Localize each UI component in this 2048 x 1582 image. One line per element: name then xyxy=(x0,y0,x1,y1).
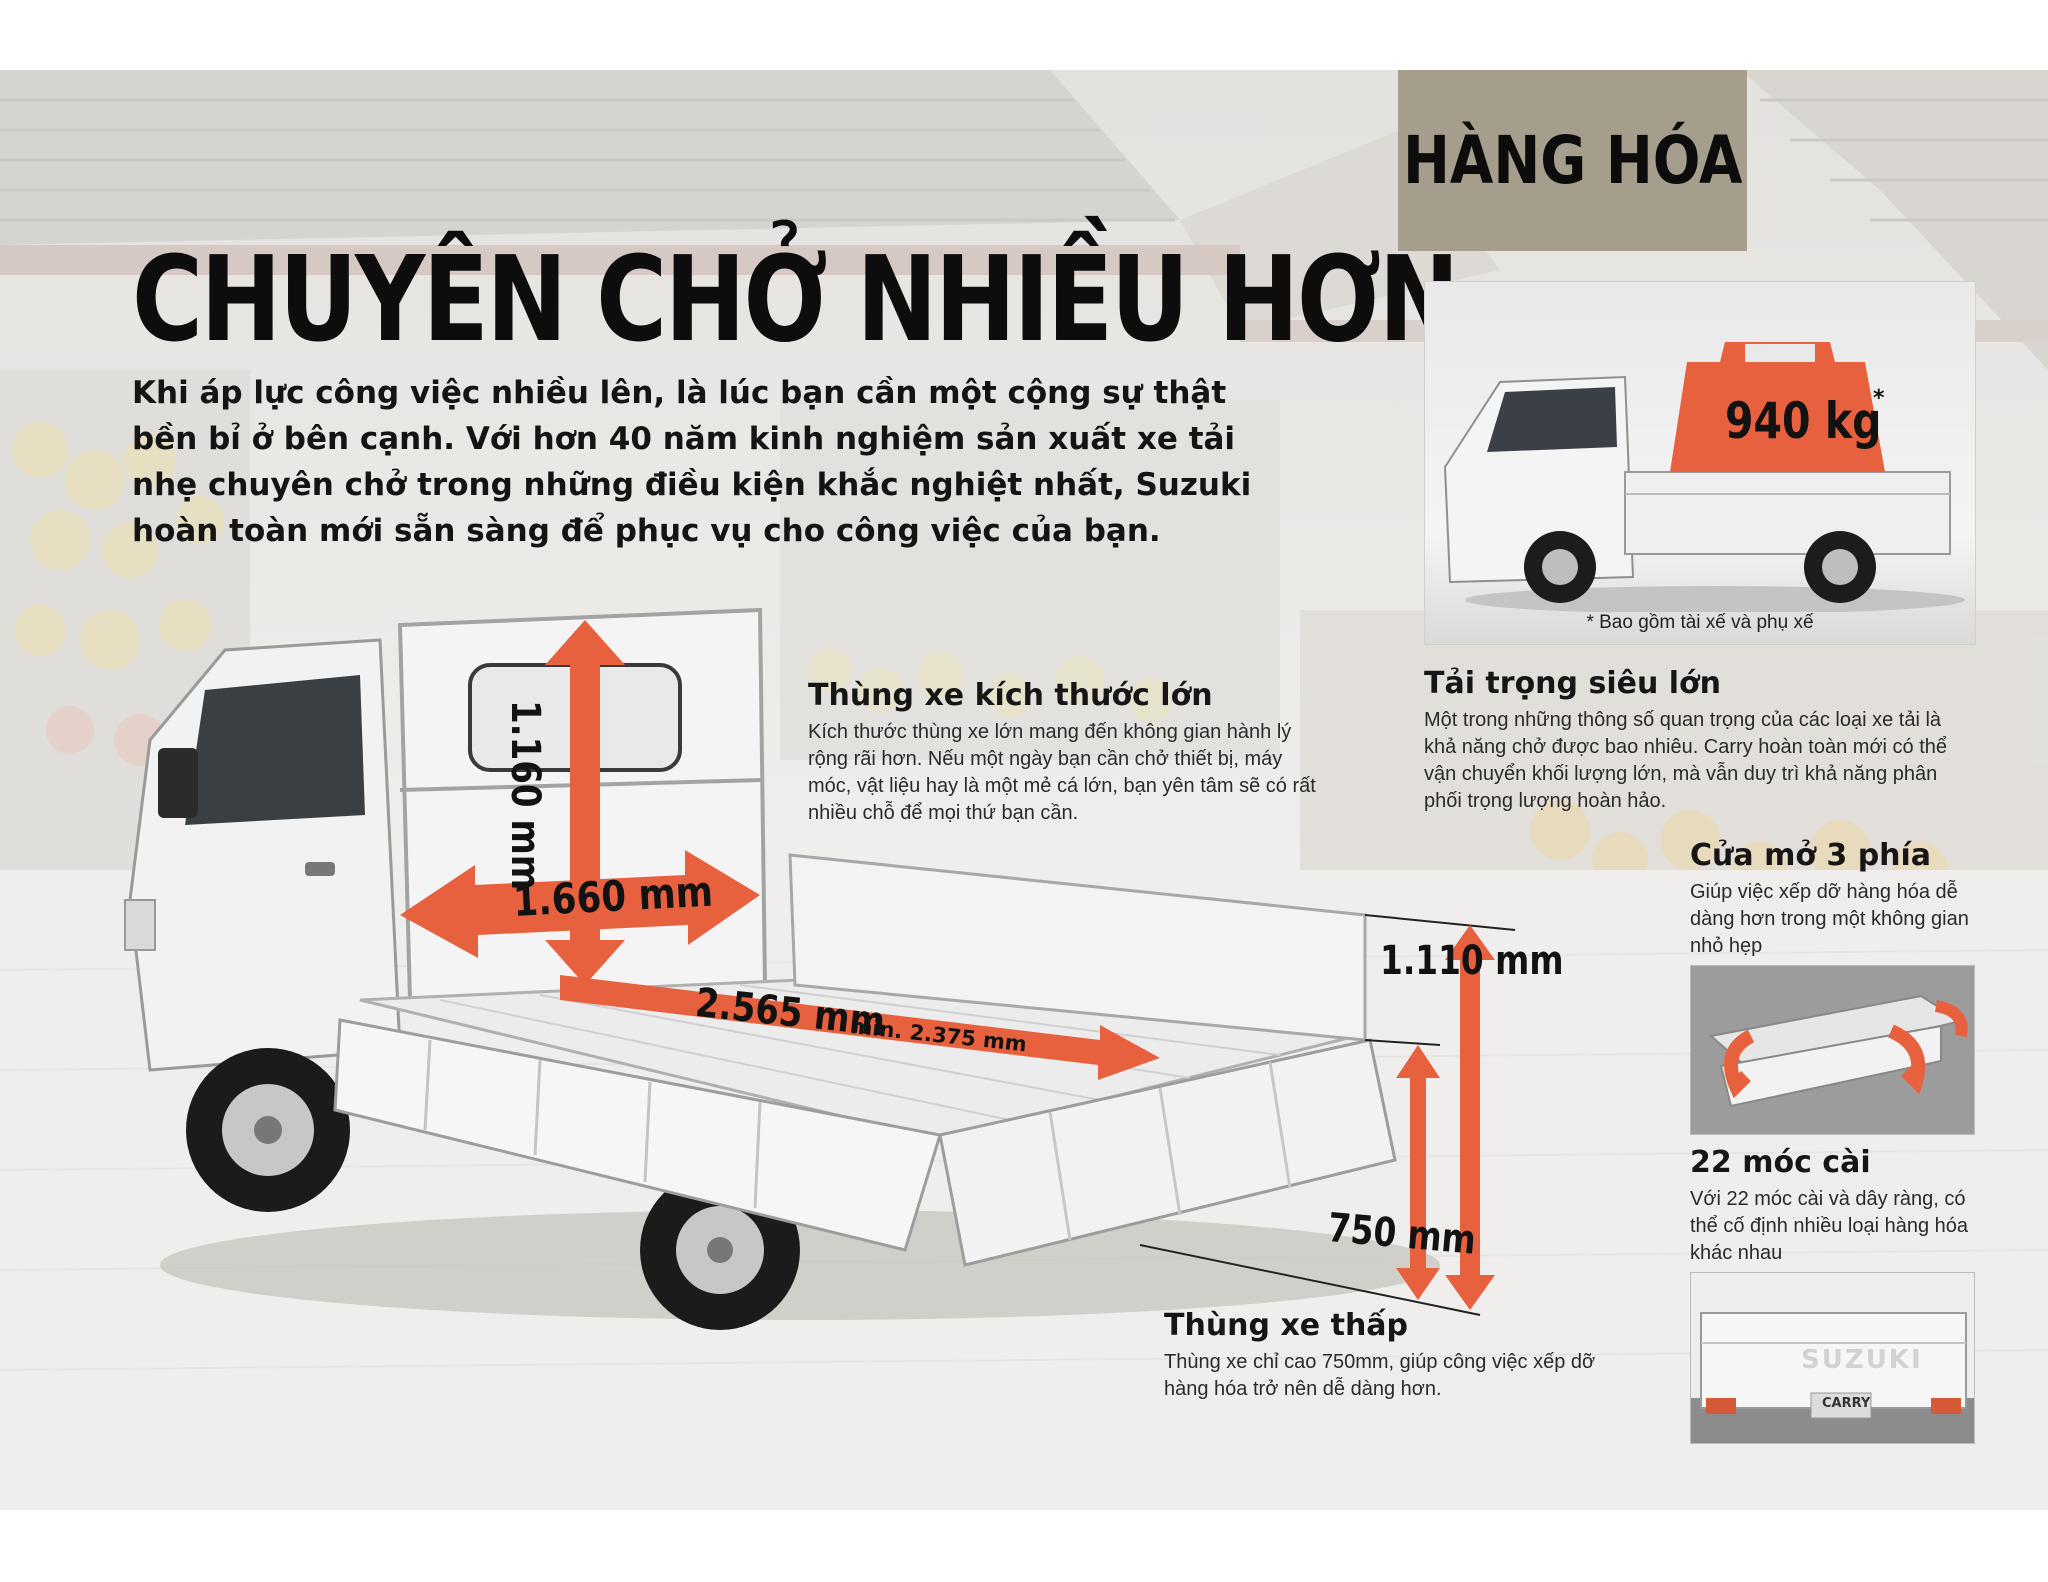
page-title: CHUYÊN CHỞ NHIỀU HƠN xyxy=(132,230,1460,368)
payload-note: * Bao gồm tài xế và phụ xế xyxy=(1586,612,1814,633)
category-label-box: HÀNG HÓA xyxy=(1398,70,1747,251)
feature-big-bed-title: Thùng xe kích thước lớn xyxy=(808,678,1213,713)
payload-photo-card: 940 kg * * Bao gồm tài xế và phụ xế xyxy=(1424,281,1976,645)
feature-low-bed-text: Thùng xe chỉ cao 750mm, giúp công việc x… xyxy=(1164,1351,1596,1400)
truck-shadow xyxy=(160,1210,1440,1320)
feature-three-side: Cửa mở 3 phía Giúp việc xếp dỡ hàng hóa … xyxy=(1690,838,1990,960)
width-arrow xyxy=(400,850,760,958)
width-dimension-label: 1.660 mm xyxy=(512,866,715,926)
height-guide-bottom xyxy=(1139,1244,1481,1316)
feature-big-bed-text: Kích thước thùng xe lớn mang đến không g… xyxy=(808,721,1316,824)
truck-cab xyxy=(124,638,402,1072)
tailgate-photo: SUZUKI CARRY xyxy=(1690,1272,1975,1444)
feature-hooks-title: 22 móc cài xyxy=(1690,1145,1871,1180)
weight-tag-shape xyxy=(1670,342,1885,472)
payload-asterisk: * xyxy=(1873,386,1885,411)
feature-payload-title: Tải trọng siêu lớn xyxy=(1424,666,1721,701)
feature-big-bed: Thùng xe kích thước lớn Kích thước thùng… xyxy=(808,678,1318,827)
intro-paragraph: Khi áp lực công việc nhiều lên, là lúc b… xyxy=(132,375,1252,549)
feature-low-bed: Thùng xe thấp Thùng xe chỉ cao 750mm, gi… xyxy=(1164,1308,1604,1403)
height-guide-top xyxy=(1364,914,1516,931)
category-label: HÀNG HÓA xyxy=(1402,122,1743,199)
feature-hooks: 22 móc cài Với 22 móc cài và dây ràng, c… xyxy=(1690,1145,1990,1267)
total-height-arrow xyxy=(1445,925,1495,1310)
front-wheel xyxy=(186,1048,350,1212)
height-arrow xyxy=(545,620,625,985)
feature-three-side-title: Cửa mở 3 phía xyxy=(1690,838,1932,873)
side-gate-left xyxy=(333,1018,942,1252)
payload-truck-photo xyxy=(1443,342,1965,612)
tailgate-model-badge: CARRY xyxy=(1822,1396,1871,1411)
three-side-illustration xyxy=(1691,966,1974,1134)
three-side-photo xyxy=(1690,965,1975,1135)
floor-height-arrow xyxy=(1396,1045,1440,1300)
feature-low-bed-title: Thùng xe thấp xyxy=(1164,1308,1409,1343)
tailgate xyxy=(938,1038,1397,1267)
height-dimension-label: 1.160 mm xyxy=(502,700,548,891)
feature-payload: Tải trọng siêu lớn Một trong những thông… xyxy=(1424,666,1964,815)
feature-three-side-text: Giúp việc xếp dỡ hàng hóa dễ dàng hơn tr… xyxy=(1690,881,1969,957)
tailgate-illustration xyxy=(1691,1273,1974,1443)
height-guide-mid xyxy=(1364,1039,1441,1046)
length-arrow xyxy=(560,975,1160,1080)
feature-payload-text: Một trong những thông số quan trọng của … xyxy=(1424,709,1948,812)
feature-hooks-text: Với 22 móc cài và dây ràng, có thể cố đị… xyxy=(1690,1188,1969,1264)
total-height-label: 1.110 mm xyxy=(1380,938,1564,984)
tailgate-brand-emboss: SUZUKI xyxy=(1801,1345,1923,1375)
payload-weight-label: 940 kg xyxy=(1725,392,1882,450)
